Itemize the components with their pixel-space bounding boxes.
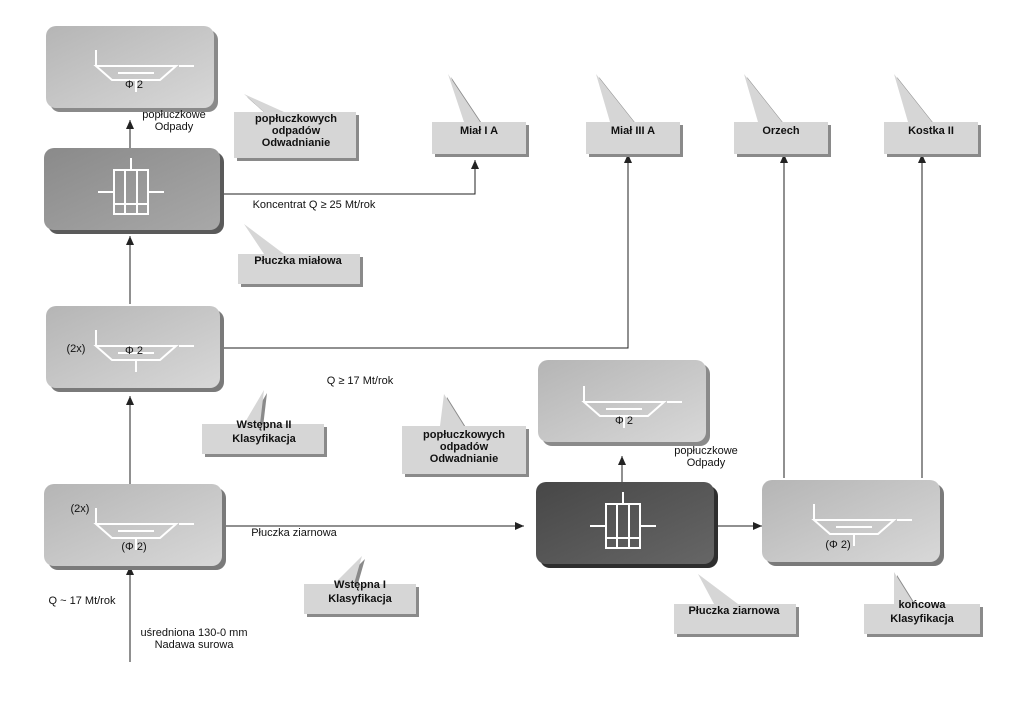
product-kostka-2: Kostka II [884, 74, 981, 157]
jig-icon [98, 158, 164, 215]
odw2-label-line2: odpadów [440, 441, 489, 453]
kw2-phi: Φ 2 [125, 345, 143, 357]
box-pluczka-mialowa [44, 148, 224, 234]
box-klasyfikacja-wstepna-2: Φ 2 (2x) [46, 306, 224, 392]
odw2-label-line1: Odwadnianie [430, 453, 498, 465]
box-odwadnianie-1: Φ 2 [46, 26, 218, 112]
pluczka-mialowa-label: Płuczka miałowa [254, 255, 342, 267]
koncowa-phi: (Φ 2) [825, 539, 850, 551]
connectors [126, 120, 926, 662]
product-mial-3a: Miał III A [586, 74, 683, 157]
classifier-icon [581, 386, 682, 428]
koncentrat-label: Koncentrat Q ≥ 25 Mt/rok [253, 199, 376, 211]
box-klasyfikacja-wstepna-1: (Φ 2) (2x) [44, 484, 226, 570]
callout-odwadnianie-2: Odwadnianie odpadów popłuczkowych [402, 394, 529, 477]
kostka-2-label: Kostka II [908, 125, 954, 137]
jig-icon [590, 492, 656, 549]
odw2-label-line3: popłuczkowych [423, 429, 505, 441]
classifier-icon [93, 508, 194, 550]
feed-throughput: Q ~ 17 Mt/rok [49, 595, 116, 607]
orzech-label: Orzech [762, 125, 800, 137]
odw1-label-line2: odpadów [272, 125, 321, 137]
box-klasyfikacja-koncowa: (Φ 2) [762, 480, 944, 566]
callout-klasyfikacja-koncowa: Klasyfikacja końcowa [864, 572, 983, 637]
callout-odwadnianie-1: Odwadnianie odpadów popłuczkowych [234, 94, 359, 161]
callout-klasyfikacja-wstepna-2: Klasyfikacja Wstępna II [202, 390, 327, 457]
odpady-2-line1: Odpady [687, 457, 726, 469]
kw2-mult: (2x) [67, 343, 86, 355]
odpady-1-line1: Odpady [155, 121, 194, 133]
callout-klasyfikacja-wstepna-1: Klasyfikacja Wstępna I [304, 556, 419, 617]
pluczka-ziarnowa-label: Płuczka ziarnowa [688, 605, 780, 617]
product-orzech: Orzech [734, 74, 831, 157]
odw2-phi: Φ 2 [615, 415, 633, 427]
koncowa-label-line1: Klasyfikacja [890, 613, 954, 625]
mial-1a-label: Miał I A [460, 125, 498, 137]
odpady-2-line2: popłuczkowe [674, 445, 738, 457]
box-odwadnianie-2: Φ 2 [538, 360, 710, 446]
pluczka-ziarnowa-edge-label: Płuczka ziarnowa [251, 527, 337, 539]
callout-pluczka-mialowa: Płuczka miałowa [238, 224, 363, 287]
feed-label-line1: Nadawa surowa [155, 639, 235, 651]
mial-3a-label: Miał III A [611, 125, 655, 137]
classifier-icon [93, 50, 194, 92]
box-pluczka-ziarnowa [536, 482, 718, 568]
callout-pluczka-ziarnowa: Płuczka ziarnowa [674, 574, 799, 637]
odw1-label-line3: popłuczkowych [255, 113, 337, 125]
mid-throughput: Q ≥ 17 Mt/rok [327, 375, 394, 387]
odw1-label-line1: Odwadnianie [262, 137, 330, 149]
koncowa-label-line2: końcowa [898, 599, 946, 611]
classifier-icon [93, 330, 194, 372]
kw2-label-line1: Klasyfikacja [232, 433, 296, 445]
kw1-phi: (Φ 2) [121, 541, 146, 553]
odpady-1-line2: popłuczkowe [142, 109, 206, 121]
feed-label-line2: uśredniona 130-0 mm [140, 627, 247, 639]
classifier-icon [811, 504, 912, 546]
kw1-label-line1: Klasyfikacja [328, 593, 392, 605]
kw1-mult: (2x) [71, 503, 90, 515]
pluczka-to-mial1a-arrow [224, 160, 479, 195]
kw2-label-line2: Wstępna II [236, 419, 291, 431]
odw1-phi: Φ 2 [125, 79, 143, 91]
kw2-to-mial3a-arrow [220, 154, 632, 349]
kw1-label-line2: Wstępna I [334, 579, 386, 591]
product-mial-1a: Miał I A [432, 74, 529, 157]
